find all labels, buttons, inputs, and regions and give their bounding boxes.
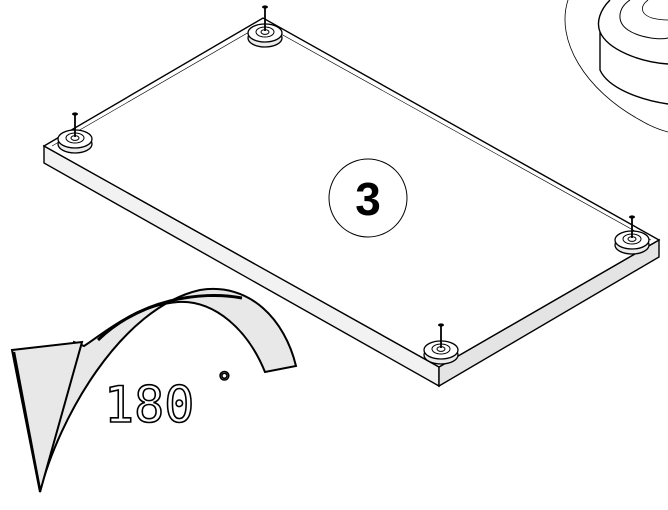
rotate-arrow-icon <box>10 287 298 493</box>
furniture-glide-icon <box>247 5 283 48</box>
step-number-circle <box>328 158 408 238</box>
screw-icon <box>438 323 444 348</box>
screw-icon <box>629 215 635 238</box>
rotation-value: 180 <box>104 376 194 434</box>
furniture-glide-icon <box>423 323 459 365</box>
screw-icon <box>72 112 78 137</box>
furniture-glide-icon <box>614 215 650 255</box>
detail-zoom-icon <box>564 0 668 133</box>
step-number-badge: 3 <box>328 158 408 238</box>
screw-icon <box>262 5 268 31</box>
rotation-unit-symbol: ° <box>216 366 233 399</box>
rotation-label: 180 ° <box>103 365 233 435</box>
furniture-glide-icon <box>57 112 93 154</box>
step-number: 3 <box>355 173 381 225</box>
